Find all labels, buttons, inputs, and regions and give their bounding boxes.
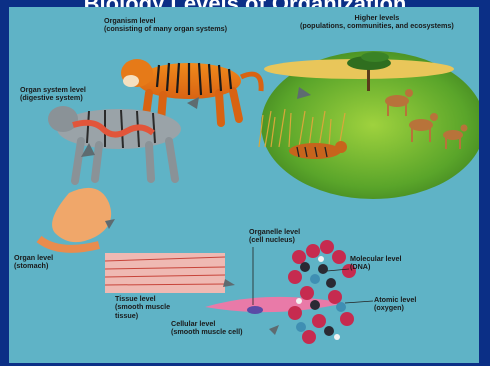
label-atomic-level: Atomic level (oxygen) — [374, 296, 416, 313]
label-higher-levels: Higher levels (populations, communities,… — [300, 14, 454, 31]
label-organ-desc: (stomach) — [14, 262, 53, 270]
label-organ-level: Organ level (stomach) — [14, 254, 53, 271]
label-organelle-level: Organelle level (cell nucleus) — [249, 228, 300, 245]
label-cellular-desc: (smooth muscle cell) — [171, 328, 243, 336]
label-organ-system-desc: (digestive system) — [20, 94, 86, 102]
label-molecular-level: Molecular level (DNA) — [350, 255, 402, 272]
muscle-tissue — [105, 253, 225, 293]
dna-molecule — [288, 240, 356, 344]
label-tissue-desc2: tissue) — [115, 312, 170, 320]
label-higher-desc: (populations, communities, and ecosystem… — [300, 22, 454, 30]
label-organ-system-level: Organ system level (digestive system) — [20, 86, 86, 103]
label-organism-desc: (consisting of many organ systems) — [104, 25, 227, 33]
stomach-organ — [39, 188, 111, 249]
label-cellular-level: Cellular level (smooth muscle cell) — [171, 320, 243, 337]
label-atomic-desc: (oxygen) — [374, 304, 416, 312]
label-tissue-level: Tissue level (smooth muscle tissue) — [115, 295, 170, 320]
ecosystem-scene — [259, 51, 479, 199]
tiger-organ-system — [48, 106, 181, 181]
muscle-cell — [205, 297, 345, 314]
label-organelle-desc: (cell nucleus) — [249, 236, 300, 244]
label-organism-level: Organism level (consisting of many organ… — [104, 17, 227, 34]
label-molecular-desc: (DNA) — [350, 263, 402, 271]
